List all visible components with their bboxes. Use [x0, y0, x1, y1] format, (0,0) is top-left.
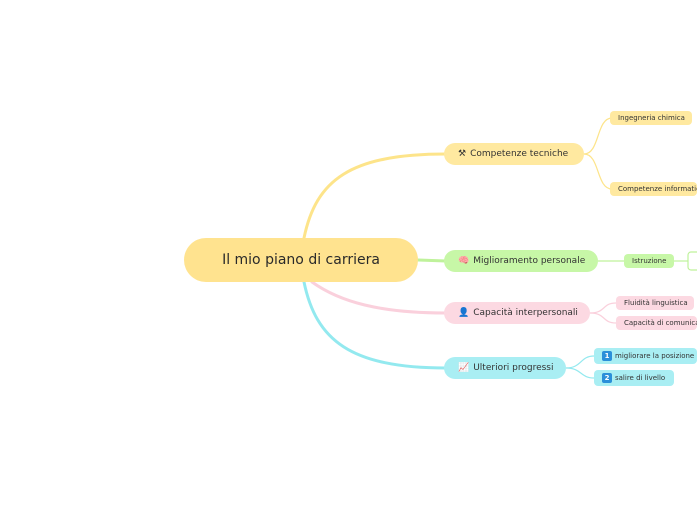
- connector-miglioramento-personale: [416, 258, 448, 263]
- subtopic-label: Capacità di comunicazione: [624, 319, 697, 327]
- chart-up-icon: 📈: [458, 363, 470, 373]
- subtopic-ingegneria-chimica[interactable]: Ingegneria chimica: [610, 111, 692, 125]
- connector-competenze-tecniche: [302, 152, 448, 240]
- subtopic-label: salire di livello: [615, 374, 666, 382]
- topic-capacita-interpersonali[interactable]: 👤 Capacità interpersonali: [444, 302, 590, 324]
- connector-capacita-comunicazione: [589, 312, 617, 324]
- subtopic-label: migliorare la posizione: [615, 352, 695, 360]
- subtopic-istruzione[interactable]: Istruzione: [624, 254, 674, 268]
- subtopic-label: Ingegneria chimica: [618, 114, 685, 122]
- subtopic-label: Competenze informatiche: [618, 185, 697, 193]
- connector-capacita-interpersonali: [310, 280, 448, 315]
- topic-label: Ulteriori progressi: [473, 363, 554, 373]
- connector-competenze-informatiche: [583, 153, 613, 190]
- central-topic[interactable]: Il mio piano di carriera: [184, 238, 418, 282]
- topic-label: Capacità interpersonali: [473, 308, 578, 318]
- number-one-icon: 1: [602, 351, 612, 361]
- subtopic-salire-livello[interactable]: 2 salire di livello: [594, 370, 674, 386]
- istruzione-child-node[interactable]: [687, 251, 697, 271]
- topic-competenze-tecniche[interactable]: ⚒ Competenze tecniche: [444, 143, 584, 165]
- connector-salire-livello: [565, 367, 595, 379]
- connector-ulteriori-progressi: [302, 280, 448, 370]
- subtopic-competenze-informatiche[interactable]: Competenze informatiche: [610, 182, 697, 196]
- subtopic-capacita-comunicazione[interactable]: Capacità di comunicazione: [616, 316, 697, 330]
- subtopic-label: Fluidità linguistica: [624, 299, 688, 307]
- brain-icon: 🧠: [458, 256, 470, 266]
- topic-miglioramento-personale[interactable]: 🧠 Miglioramento personale: [444, 250, 598, 272]
- person-icon: 👤: [458, 308, 470, 318]
- central-topic-label: Il mio piano di carriera: [222, 252, 380, 268]
- connector-fluidita-linguistica: [589, 302, 617, 314]
- number-two-icon: 2: [602, 373, 612, 383]
- topic-label: Competenze tecniche: [470, 149, 569, 159]
- subtopic-migliorare-posizione[interactable]: 1 migliorare la posizione: [594, 348, 697, 364]
- hammer-pick-icon: ⚒: [458, 149, 467, 159]
- subtopic-fluidita-linguistica[interactable]: Fluidità linguistica: [616, 296, 694, 310]
- connector-migliorare-posizione: [565, 355, 595, 369]
- connector-ingegneria-chimica: [583, 117, 613, 155]
- topic-label: Miglioramento personale: [473, 256, 586, 266]
- topic-ulteriori-progressi[interactable]: 📈 Ulteriori progressi: [444, 357, 566, 379]
- subtopic-label: Istruzione: [632, 257, 667, 265]
